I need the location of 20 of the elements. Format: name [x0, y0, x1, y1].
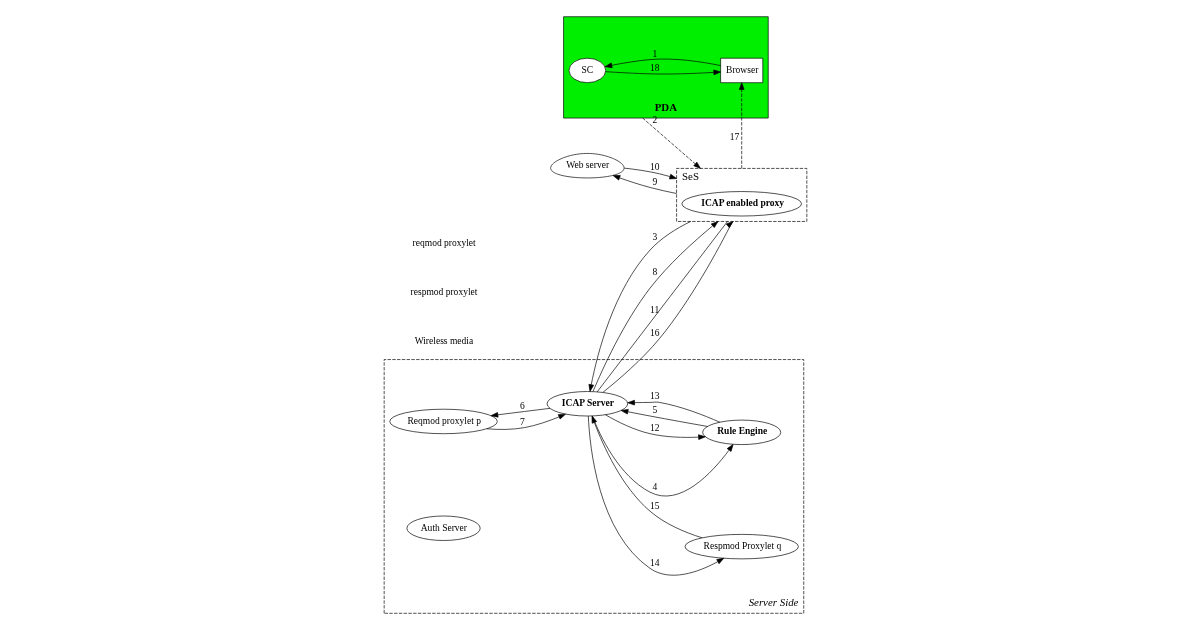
- edge-label: 5: [652, 405, 658, 416]
- edge-label: 8: [652, 267, 658, 278]
- edge-label: 4: [652, 481, 658, 492]
- label: reqmod proxylet: [412, 238, 476, 249]
- edge-label: 6: [519, 400, 525, 411]
- edge-label: 9: [652, 176, 658, 187]
- label: respmod proxylet: [410, 287, 478, 298]
- edge-label: 10: [650, 161, 660, 172]
- edge-label: 11: [650, 305, 660, 316]
- edge-label: 3: [652, 231, 658, 242]
- edge-label: 17: [729, 131, 740, 142]
- label: Wireless media: [414, 336, 474, 347]
- edge-label: 7: [519, 416, 525, 427]
- edge-label: 13: [650, 391, 660, 402]
- edge-label: 18: [650, 63, 660, 74]
- edge-label: 16: [650, 327, 660, 338]
- edge-label: 14: [650, 557, 660, 568]
- edge-label: 12: [650, 423, 660, 434]
- edge-label: 15: [650, 500, 660, 511]
- edge-label: 1: [652, 48, 658, 59]
